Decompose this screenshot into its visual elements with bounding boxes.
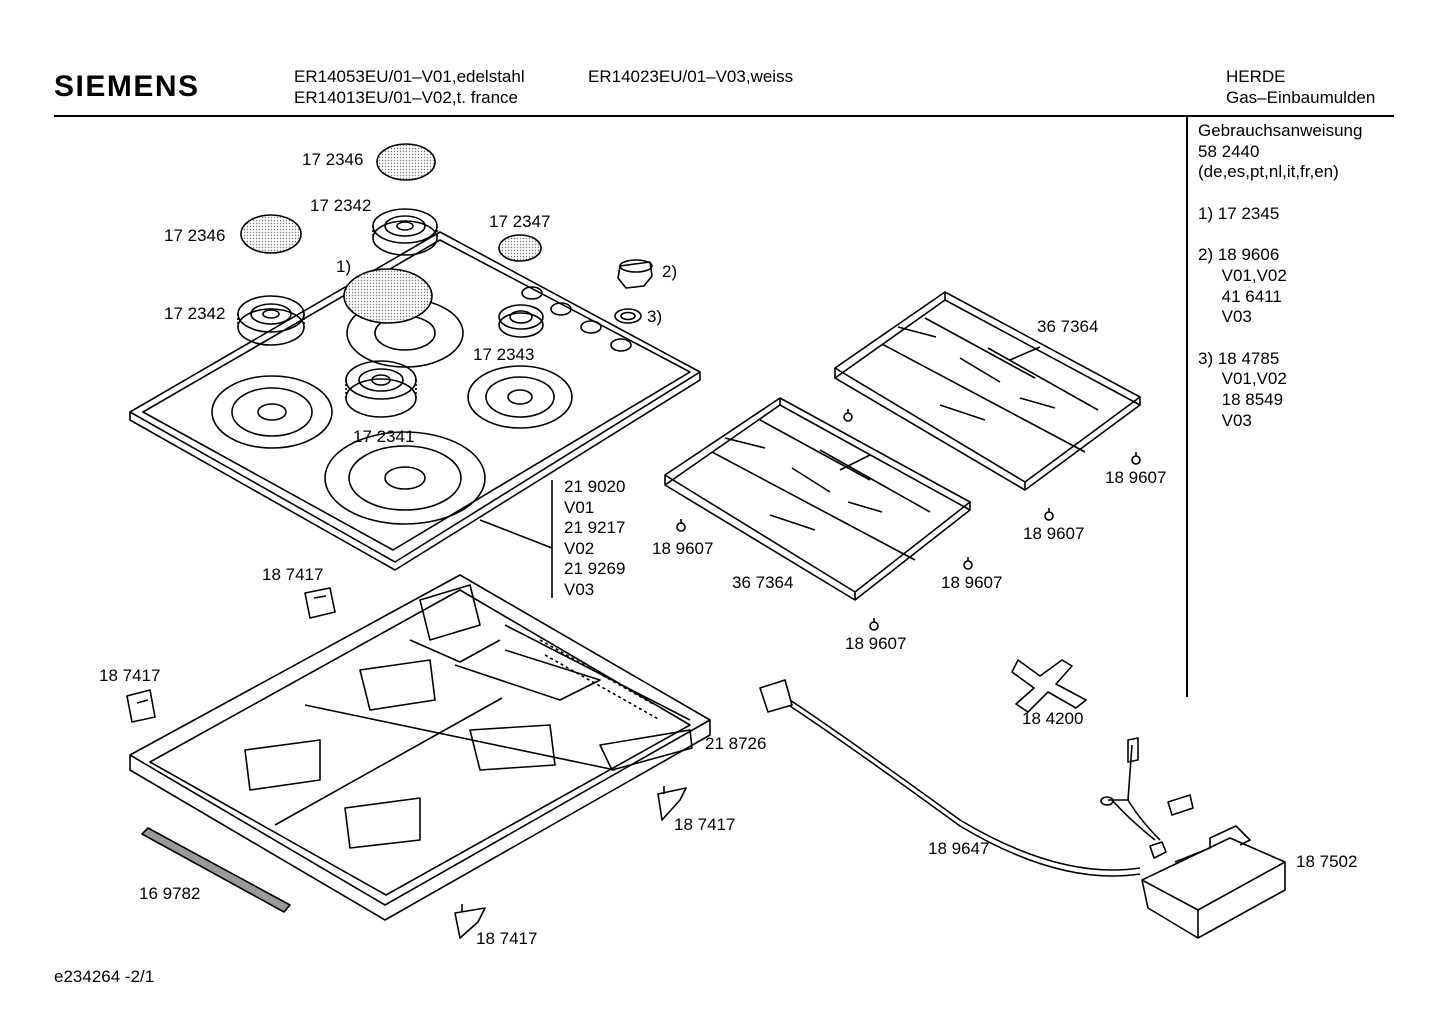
burner-cap-large xyxy=(343,268,433,324)
burner-left xyxy=(237,295,305,346)
base-tray xyxy=(129,574,711,921)
label-grid-back: 36 7364 xyxy=(1037,317,1099,336)
label-clip: 18 7417 xyxy=(262,565,324,584)
wok-adapter xyxy=(1011,659,1087,713)
label-grid-front: 36 7364 xyxy=(732,573,794,592)
label-burner-small: 17 2343 xyxy=(473,345,535,364)
label-hob-variant: V03 xyxy=(564,580,595,599)
note-line: V01,V02 xyxy=(1198,369,1287,389)
label-hob-variant: 21 9217 xyxy=(564,518,626,537)
header-divider xyxy=(54,115,1394,117)
subcategory-label: Gas–Einbaumulden xyxy=(1226,88,1376,107)
rubber-foot xyxy=(963,557,973,570)
label-clip: 18 7417 xyxy=(476,929,538,948)
hob-top-plate xyxy=(129,231,701,571)
burner-cap-left xyxy=(240,214,302,254)
label-foot: 18 9607 xyxy=(1023,524,1085,543)
note-line: (de,es,pt,nl,it,fr,en) xyxy=(1198,162,1339,182)
burner-large xyxy=(345,360,417,418)
note-line: 18 8549 xyxy=(1198,390,1284,410)
label-foot: 18 9607 xyxy=(1105,468,1167,487)
label-cable: 18 9647 xyxy=(928,839,990,858)
note-line: 3) 18 4785 xyxy=(1198,348,1280,368)
rubber-foot xyxy=(676,519,686,532)
note-line: 41 6411 xyxy=(1198,286,1282,306)
label-ref-3: 3) xyxy=(647,307,663,326)
note-line: 2) 18 9606 xyxy=(1198,245,1280,265)
label-wok: 18 4200 xyxy=(1022,709,1084,728)
label-ignition: 18 7502 xyxy=(1296,852,1358,871)
rubber-foot xyxy=(869,618,879,631)
ignition-module xyxy=(1141,825,1286,939)
burner-small xyxy=(498,304,544,338)
rubber-foot xyxy=(1044,508,1054,521)
model-line-1: ER14053EU/01–V01,edelstahl xyxy=(294,67,525,86)
label-burner-top: 17 2342 xyxy=(310,196,372,215)
note-line: V01,V02 xyxy=(1198,265,1287,285)
label-foot: 18 9607 xyxy=(845,634,907,653)
label-ref-1: 1) xyxy=(336,257,352,276)
burner-cap-top xyxy=(376,143,436,181)
notes-panel: Gebrauchsanweisung 58 2440 (de,es,pt,nl,… xyxy=(1198,121,1362,432)
label-hob-variant: 21 9269 xyxy=(564,559,626,578)
label-cap-small: 17 2347 xyxy=(489,212,551,231)
mounting-clip xyxy=(126,689,156,723)
ignition-cable xyxy=(759,679,1194,877)
label-clip: 18 7417 xyxy=(674,815,736,834)
control-knob xyxy=(617,259,653,289)
burner-top xyxy=(372,208,438,256)
label-seal: 16 9782 xyxy=(139,884,201,903)
leader-line xyxy=(479,519,553,549)
label-ref-2: 2) xyxy=(662,262,678,281)
note-line: 1) 17 2345 xyxy=(1198,203,1280,223)
note-line: V03 xyxy=(1198,307,1252,327)
label-cap-left: 17 2346 xyxy=(164,226,226,245)
label-hob-variant: V01 xyxy=(564,498,595,517)
burner-cap-small xyxy=(498,234,542,262)
pan-support-back xyxy=(834,291,1141,491)
seal-strip xyxy=(141,827,291,913)
note-line: 58 2440 xyxy=(1198,141,1260,161)
pan-support-front xyxy=(664,397,971,601)
notes-divider xyxy=(1186,117,1188,697)
knob-bezel xyxy=(614,308,642,324)
label-foot: 18 9607 xyxy=(941,573,1003,592)
label-hob-variant: V02 xyxy=(564,539,595,558)
note-line: Gebrauchsanweisung xyxy=(1198,121,1363,140)
mounting-clip xyxy=(657,786,687,821)
label-clip: 18 7417 xyxy=(99,666,161,685)
label-base: 21 8726 xyxy=(705,734,767,753)
label-hob-variant: 21 9020 xyxy=(564,477,626,496)
model-line-2: ER14013EU/01–V02,t. france xyxy=(294,88,518,107)
label-cap-top: 17 2346 xyxy=(302,150,364,169)
rubber-foot xyxy=(1131,452,1141,465)
rubber-foot xyxy=(843,409,853,422)
label-foot: 18 9607 xyxy=(652,539,714,558)
mounting-clip xyxy=(304,587,336,619)
mounting-clip xyxy=(454,904,486,939)
label-burner-large: 17 2341 xyxy=(353,427,415,446)
brand-logo: SIEMENS xyxy=(54,70,200,103)
note-line: V03 xyxy=(1198,410,1252,430)
category-label: HERDE xyxy=(1226,67,1286,86)
document-id: e234264 -2/1 xyxy=(54,967,155,986)
model-line-3: ER14023EU/01–V03,weiss xyxy=(588,67,794,86)
label-burner-left: 17 2342 xyxy=(164,304,226,323)
